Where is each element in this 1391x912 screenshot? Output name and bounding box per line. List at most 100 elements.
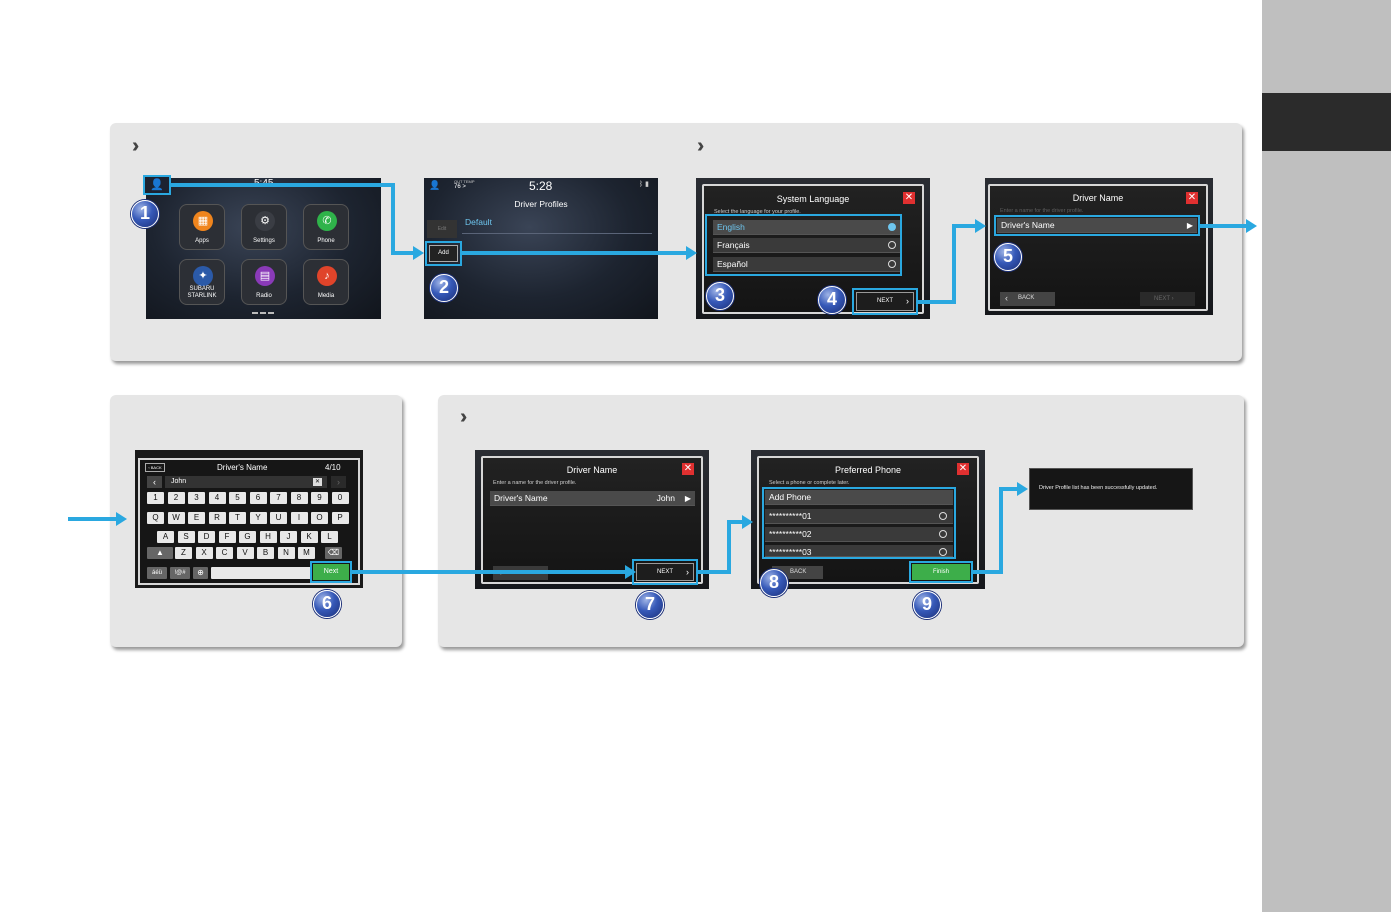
name-input[interactable]: John <box>165 476 327 488</box>
key[interactable]: J <box>280 531 297 543</box>
section-chevron-icon: ›› <box>132 135 141 157</box>
phone-option-02[interactable]: **********02 <box>765 527 953 542</box>
edit-button[interactable]: Edit <box>427 220 457 238</box>
key[interactable]: 4 <box>208 492 226 504</box>
key[interactable]: C <box>216 547 233 559</box>
close-icon[interactable]: ✕ <box>903 192 915 204</box>
phone-option-03[interactable]: **********03 <box>765 545 953 557</box>
language-option-francais[interactable]: Français <box>713 238 902 253</box>
default-profile[interactable]: Default <box>465 217 492 227</box>
key[interactable]: M <box>298 547 315 559</box>
gear-icon: ⚙ <box>255 211 275 231</box>
radio-unselected <box>888 241 896 249</box>
key[interactable]: L <box>321 531 338 543</box>
key[interactable]: 6 <box>249 492 267 504</box>
key[interactable]: G <box>239 531 256 543</box>
key[interactable]: F <box>218 531 236 543</box>
app-starlink[interactable]: ✦ SUBARU STARLINK <box>179 259 225 305</box>
key[interactable]: 5 <box>229 492 246 504</box>
cursor-left-button[interactable]: ‹ <box>147 476 162 488</box>
side-tab-active <box>1262 93 1391 151</box>
key[interactable]: B <box>257 547 274 559</box>
space-key[interactable] <box>211 567 311 579</box>
profile-icon[interactable]: 👤 <box>150 179 164 191</box>
add-button[interactable]: Add <box>429 245 458 262</box>
cursor-right-button[interactable]: › <box>331 476 346 488</box>
close-icon[interactable]: ✕ <box>682 463 694 475</box>
key[interactable]: K <box>300 531 318 543</box>
next-label: NEXT <box>1154 296 1170 302</box>
key[interactable]: Z <box>175 547 192 559</box>
key[interactable]: 1 <box>147 492 164 504</box>
key[interactable]: W <box>167 512 185 524</box>
language-option-english[interactable]: English <box>713 220 902 235</box>
key[interactable]: 2 <box>167 492 185 504</box>
phone-icon: ✆ <box>317 211 337 231</box>
app-label: Radio <box>256 293 272 299</box>
connector-line <box>999 487 1003 574</box>
app-media[interactable]: ♪ Media <box>303 259 349 305</box>
globe-key-icon[interactable]: ⊕ <box>193 567 208 579</box>
backspace-key-icon[interactable]: ⌫ <box>325 547 342 559</box>
out-temp-label: OUT TEMP <box>454 179 475 184</box>
app-label: Phone <box>317 238 335 244</box>
language-option-espanol[interactable]: Español <box>713 257 902 272</box>
next-button[interactable]: NEXT › <box>636 563 694 581</box>
driver-name-field[interactable]: Driver's Name John ▶ <box>490 491 695 506</box>
key[interactable]: R <box>208 512 226 524</box>
app-radio[interactable]: ▤ Radio <box>241 259 287 305</box>
driver-name-field[interactable]: Driver's Name ▶ <box>997 218 1197 233</box>
key[interactable]: V <box>236 547 254 559</box>
finish-button[interactable]: Finish <box>912 564 970 580</box>
back-button[interactable]: ‹ BACK <box>1000 292 1055 306</box>
arrow-right-icon <box>413 246 424 260</box>
key[interactable]: 8 <box>290 492 308 504</box>
key[interactable]: E <box>188 512 205 524</box>
shift-key-icon[interactable]: ▲ <box>147 547 173 559</box>
symbol-key[interactable]: !@# <box>170 567 190 579</box>
key[interactable]: I <box>290 512 308 524</box>
key[interactable]: 0 <box>331 492 349 504</box>
key[interactable]: 9 <box>311 492 328 504</box>
driver-profiles-screen: 👤 OUT TEMP 76 > 5:28 ᛒ ▮ Driver Profiles… <box>424 178 658 319</box>
key[interactable]: U <box>270 512 287 524</box>
finish-button-highlight <box>909 561 973 583</box>
arrow-right-icon <box>742 515 753 529</box>
starlink-icon: ✦ <box>193 266 213 286</box>
chevron-right-icon: › <box>686 567 689 577</box>
key[interactable]: P <box>331 512 349 524</box>
system-language-screen: System Language ✕ Select the language fo… <box>696 178 930 319</box>
key[interactable]: N <box>277 547 295 559</box>
connector-line <box>462 251 688 255</box>
key[interactable]: T <box>229 512 246 524</box>
next-key[interactable]: Next <box>313 564 349 580</box>
close-icon[interactable]: ✕ <box>1186 192 1198 204</box>
key[interactable]: Q <box>147 512 164 524</box>
phone-option-01[interactable]: **********01 <box>765 509 953 524</box>
next-button[interactable]: NEXT › <box>856 292 914 311</box>
app-settings[interactable]: ⚙ Settings <box>241 204 287 250</box>
key[interactable]: D <box>198 531 215 543</box>
close-icon[interactable]: ✕ <box>957 463 969 475</box>
clear-icon[interactable]: ✕ <box>313 478 322 486</box>
connector-line <box>973 570 1003 574</box>
key[interactable]: H <box>259 531 277 543</box>
key[interactable]: S <box>177 531 195 543</box>
field-label: Driver's Name <box>1001 220 1055 230</box>
key[interactable]: Y <box>249 512 267 524</box>
app-phone[interactable]: ✆ Phone <box>303 204 349 250</box>
driver-name-dialog: Driver Name ✕ Enter a name for the drive… <box>481 456 703 584</box>
app-apps[interactable]: ▦ Apps <box>179 204 225 250</box>
add-phone-option[interactable]: Add Phone <box>765 490 953 505</box>
arrow-right-icon <box>1246 219 1257 233</box>
key[interactable]: 3 <box>188 492 205 504</box>
key[interactable]: O <box>311 512 328 524</box>
back-button[interactable]: ‹ BACK <box>145 463 165 472</box>
next-button-highlight <box>852 288 918 315</box>
key[interactable]: 7 <box>270 492 287 504</box>
connector-line <box>68 517 118 521</box>
connector-line <box>698 570 730 574</box>
key[interactable]: X <box>195 547 213 559</box>
accent-key[interactable]: áéü <box>147 567 167 579</box>
key[interactable]: A <box>157 531 174 543</box>
